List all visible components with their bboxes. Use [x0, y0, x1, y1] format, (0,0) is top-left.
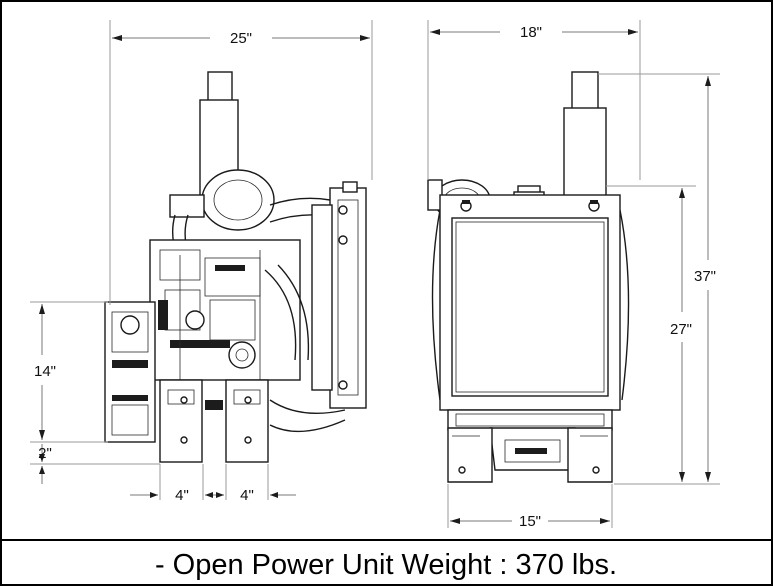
dim-height-base: 2"	[38, 445, 52, 462]
dim-base-width: 15"	[519, 513, 541, 530]
dim-foot-right: 4"	[240, 487, 254, 504]
dim-height-radiator: 27"	[670, 321, 692, 338]
front-view-engine	[427, 71, 630, 483]
side-view-engine	[104, 71, 367, 463]
dim-width-side: 25"	[230, 30, 252, 47]
dim-height-flywheel: 14"	[34, 363, 56, 380]
dim-width-front: 18"	[520, 24, 542, 41]
dim-height-total: 37"	[694, 268, 716, 285]
dim-foot-left: 4"	[175, 487, 189, 504]
weight-caption: - Open Power Unit Weight : 370 lbs.	[155, 549, 617, 581]
